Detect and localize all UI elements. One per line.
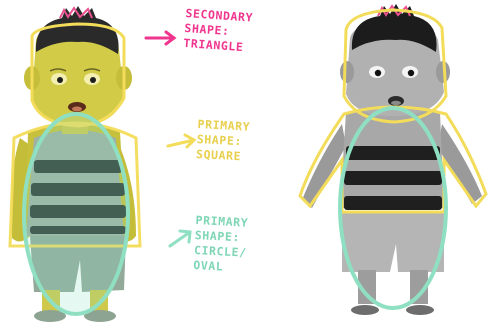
left-pupil [57, 77, 63, 83]
gray-left-pupil [375, 70, 381, 76]
arrow-square [168, 135, 194, 147]
arrow-secondary [146, 32, 174, 44]
label-primary-shape-square: PRIMARY SHAPE: SQUARE [196, 117, 251, 165]
gray-shorts [342, 212, 444, 272]
gray-right-foot [406, 305, 434, 315]
character-colored [10, 6, 140, 322]
label-secondary-shape-triangle: SECONDARY SHAPE: TRIANGLE [183, 6, 254, 56]
gray-left-foot [351, 305, 379, 315]
label-primary-shape-circle-oval: PRIMARY SHAPE: CIRCLE/ OVAL [193, 213, 249, 276]
character-grayscale [300, 4, 486, 315]
arrow-circle [170, 231, 190, 246]
gray-left-ear [340, 61, 354, 83]
gray-shirt-stripes [344, 146, 442, 210]
tongue [72, 107, 82, 112]
gray-right-pupil [408, 70, 414, 76]
oval-outline [24, 114, 128, 314]
gray-tongue [391, 101, 401, 105]
right-pupil [90, 77, 96, 83]
